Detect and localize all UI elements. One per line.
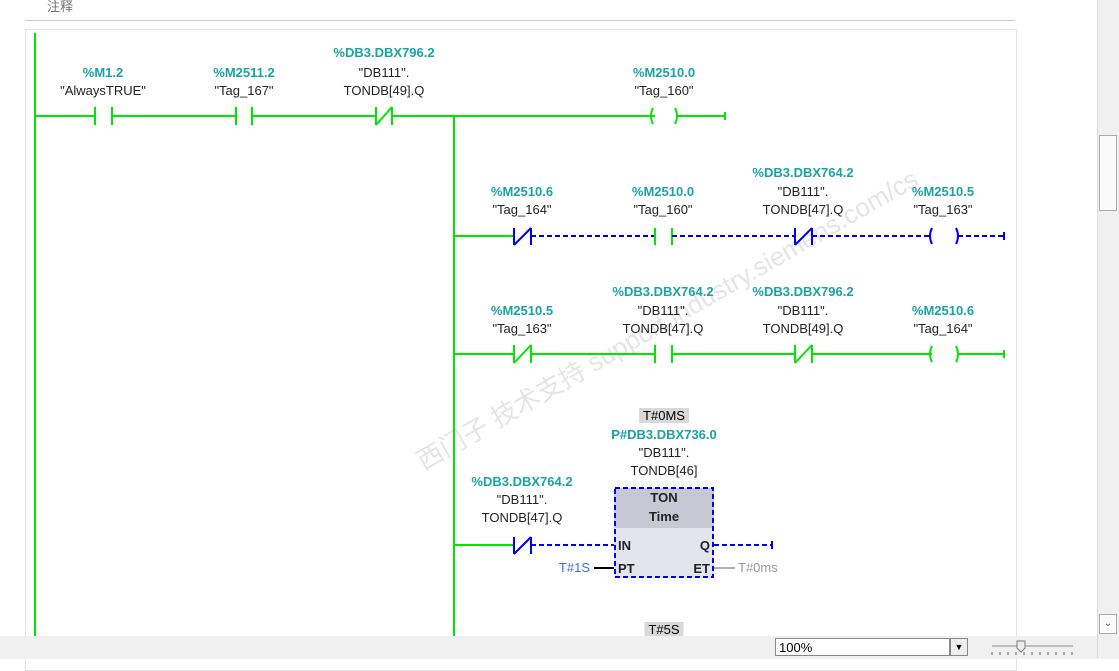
svg-text:"Tag_163": "Tag_163": [913, 202, 972, 217]
svg-text:"Tag_163": "Tag_163": [492, 321, 551, 336]
svg-text:"Tag_160": "Tag_160": [633, 202, 692, 217]
zoom-input[interactable]: 100%: [775, 638, 950, 656]
svg-text:%M2510.0: %M2510.0: [633, 65, 695, 80]
svg-text:"Tag_167": "Tag_167": [214, 83, 273, 98]
et-value: T#0ms: [738, 560, 778, 575]
comment-label: 注释: [47, 0, 74, 14]
coil-m2510-0[interactable]: %M2510.0 "Tag_160": [633, 65, 695, 98]
scroll-down-button[interactable]: ⌄: [1099, 614, 1117, 634]
svg-text:%DB3.DBX796.2: %DB3.DBX796.2: [333, 45, 434, 60]
svg-text:TON: TON: [650, 490, 677, 505]
svg-text:"Tag_164": "Tag_164": [492, 202, 551, 217]
timer-instance-tag: "DB111".: [639, 445, 690, 460]
scrollbar-thumb[interactable]: [1099, 135, 1117, 211]
svg-text:IN: IN: [618, 538, 631, 553]
svg-text:%M2510.5: %M2510.5: [491, 303, 553, 318]
svg-text:TONDB[47].Q: TONDB[47].Q: [623, 321, 704, 336]
ladder-diagram: %M1.2 "AlwaysTRUE" %M2511.2 "Tag_167" %DB3…: [34, 33, 1005, 636]
nc-contact-m2510-5[interactable]: %M2510.5 "Tag_163": [491, 303, 553, 336]
svg-text:"DB111".: "DB111".: [778, 303, 829, 318]
contact-m1-2[interactable]: %M1.2 "AlwaysTRUE": [60, 65, 146, 98]
zoom-slider[interactable]: [990, 640, 1075, 656]
svg-text:%DB3.DBX764.2: %DB3.DBX764.2: [471, 474, 572, 489]
svg-text:"AlwaysTRUE": "AlwaysTRUE": [60, 83, 146, 98]
nc-contact-db3-dbx796-2[interactable]: %DB3.DBX796.2 "DB111". TONDB[49].Q: [333, 45, 434, 98]
svg-text:%M2510.0: %M2510.0: [632, 184, 694, 199]
svg-text:%DB3.DBX764.2: %DB3.DBX764.2: [612, 284, 713, 299]
nc-contact-db3-dbx764-2[interactable]: %DB3.DBX764.2 "DB111". TONDB[47].Q: [752, 165, 853, 217]
svg-text:%M2510.5: %M2510.5: [912, 184, 974, 199]
contact-db3-dbx764-2[interactable]: %DB3.DBX764.2 "DB111". TONDB[47].Q: [612, 284, 713, 336]
timer-instance-address: P#DB3.DBX736.0: [611, 427, 717, 442]
svg-text:"Tag_160": "Tag_160": [634, 83, 693, 98]
svg-text:Q: Q: [700, 538, 710, 553]
nc-contact-m2510-6[interactable]: %M2510.6 "Tag_164": [491, 184, 553, 217]
timer-monitor-value: T#0MS: [639, 408, 689, 423]
svg-text:%M2510.6: %M2510.6: [912, 303, 974, 318]
coil-m2510-5[interactable]: %M2510.5 "Tag_163": [912, 184, 974, 217]
contact-m2510-0[interactable]: %M2510.0 "Tag_160": [632, 184, 694, 217]
svg-text:TONDB[47].Q: TONDB[47].Q: [763, 202, 844, 217]
svg-text:%M2511.2: %M2511.2: [213, 65, 274, 80]
next-timer-monitor-value: T#5S: [644, 622, 684, 637]
zoom-slider-thumb[interactable]: [1016, 640, 1026, 653]
contact-m2511-2[interactable]: %M2511.2 "Tag_167": [213, 65, 274, 98]
svg-text:PT: PT: [618, 561, 635, 576]
svg-text:"DB111".: "DB111".: [497, 492, 548, 507]
rung-2: %M2510.6 "Tag_164" %M2510.0 "Tag_160" %DB3…: [454, 165, 1005, 246]
svg-text:%M1.2: %M1.2: [83, 65, 123, 80]
rung-4: %DB3.DBX764.2 "DB111". TONDB[47].Q TON Tim…: [454, 427, 778, 578]
ton-timer-block[interactable]: TON Time IN Q PT ET: [614, 487, 714, 578]
zoom-dropdown-button[interactable]: ▼: [950, 638, 968, 656]
svg-text:%DB3.DBX796.2: %DB3.DBX796.2: [752, 284, 853, 299]
nc-contact-db3-dbx796-2[interactable]: %DB3.DBX796.2 "DB111". TONDB[49].Q: [752, 284, 853, 336]
svg-text:"Tag_164": "Tag_164": [913, 321, 972, 336]
divider: [25, 20, 1015, 21]
rung-3: %M2510.5 "Tag_163" %DB3.DBX764.2 "DB111". T…: [454, 284, 1005, 364]
nc-contact-db3-dbx764-2[interactable]: %DB3.DBX764.2 "DB111". TONDB[47].Q: [471, 474, 572, 525]
coil-m2510-6[interactable]: %M2510.6 "Tag_164": [912, 303, 974, 336]
vertical-scrollbar[interactable]: [1097, 0, 1119, 659]
svg-text:%DB3.DBX764.2: %DB3.DBX764.2: [752, 165, 853, 180]
svg-text:"DB111".: "DB111".: [638, 303, 689, 318]
svg-text:Time: Time: [649, 509, 679, 524]
svg-text:TONDB[47].Q: TONDB[47].Q: [482, 510, 563, 525]
svg-text:"DB111".: "DB111".: [778, 184, 829, 199]
svg-text:"DB111".: "DB111".: [359, 65, 410, 80]
svg-text:TONDB[49].Q: TONDB[49].Q: [763, 321, 844, 336]
svg-text:%M2510.6: %M2510.6: [491, 184, 553, 199]
svg-text:TONDB[49].Q: TONDB[49].Q: [344, 83, 425, 98]
svg-text:ET: ET: [693, 561, 710, 576]
rung-1: %M1.2 "AlwaysTRUE" %M2511.2 "Tag_167" %DB3…: [35, 45, 726, 126]
timer-instance-member: TONDB[46]: [631, 463, 698, 478]
pt-value[interactable]: T#1S: [559, 560, 590, 575]
